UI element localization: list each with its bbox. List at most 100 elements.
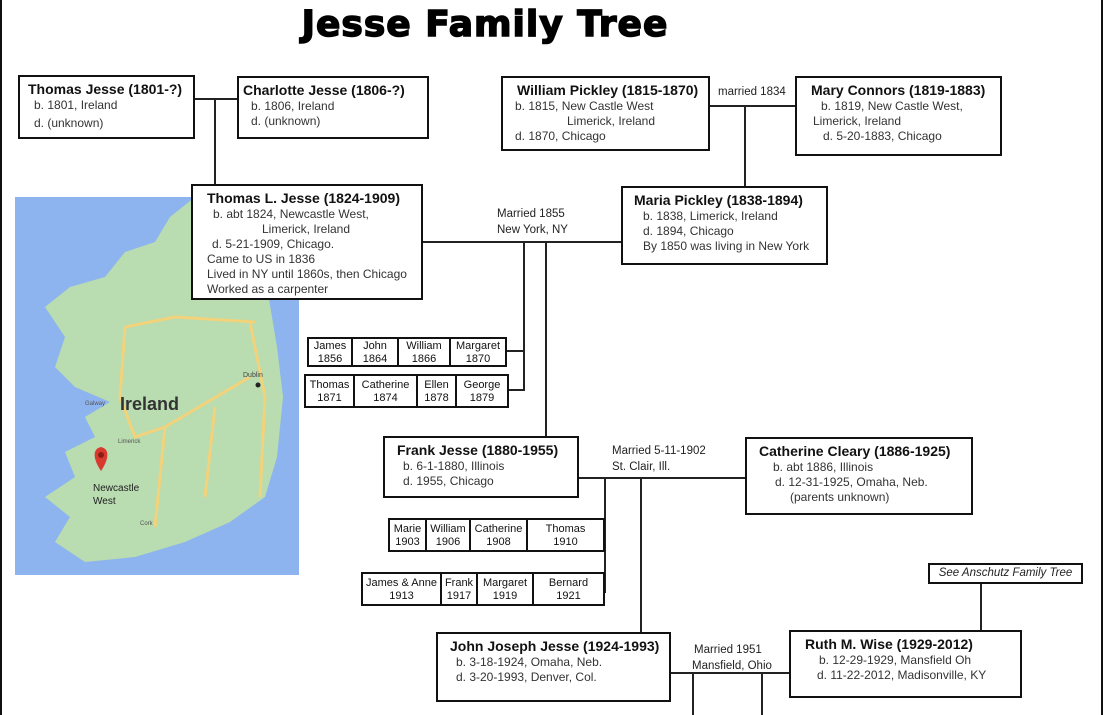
person-detail: d. 1870, Chicago (515, 129, 606, 143)
connector (195, 98, 237, 100)
marriage-date: Married 1951 (694, 644, 762, 656)
person-detail: Limerick, Ireland (813, 114, 902, 128)
person-detail: Limerick, Ireland (567, 114, 656, 128)
connector (509, 389, 524, 391)
connector (671, 672, 789, 674)
person-detail: Limerick, Ireland (262, 222, 351, 236)
person-name: Thomas Jesse (1801-?) (28, 81, 183, 97)
person-detail: b. abt 1886, Illinois (773, 460, 874, 474)
person-detail: (parents unknown) (790, 490, 890, 504)
left-border (0, 0, 2, 715)
person-detail: d. 12-31-1925, Omaha, Neb. (775, 475, 928, 489)
right-border (1101, 0, 1103, 715)
person-detail: b. 1819, New Castle West, (821, 99, 963, 113)
connector (980, 584, 982, 630)
person-detail: d. 3-20-1993, Denver, Col. (456, 670, 597, 684)
dublin-marker (255, 382, 261, 388)
marriage-place: New York, NY (497, 224, 568, 236)
map-pin-label: Newcastle (93, 483, 140, 494)
person-mary-connors: Mary Connors (1819-1883) b. 1819, New Ca… (795, 76, 1002, 156)
anschutz-tree-link[interactable]: See Anschutz Family Tree (928, 563, 1083, 584)
person-detail: b. 12-29-1929, Mansfield Oh (819, 653, 972, 667)
marriage-place: St. Clair, Ill. (612, 461, 671, 473)
map-city-limerick: Limerick (118, 439, 141, 445)
connector (640, 477, 642, 632)
person-name: Mary Connors (1819-1883) (811, 82, 986, 98)
person-detail: d. (unknown) (251, 114, 321, 128)
person-detail: b. 1815, New Castle West (515, 99, 654, 113)
connector (523, 241, 525, 391)
marriage-place: Mansfield, Ohio (692, 660, 772, 672)
connector (605, 536, 606, 538)
connector (507, 350, 524, 352)
person-catherine-cleary: Catherine Cleary (1886-1925) b. abt 1886… (745, 437, 973, 515)
person-name: John Joseph Jesse (1924-1993) (450, 638, 660, 654)
map-country-label: Ireland (120, 394, 179, 414)
person-name: Ruth M. Wise (1929-2012) (805, 636, 973, 652)
connector (761, 672, 763, 715)
page-title: Jesse Family Tree (301, 3, 669, 46)
connector (579, 477, 745, 479)
map-city-dublin: Dublin (243, 372, 263, 379)
map-pin-label: West (93, 496, 116, 507)
connector (710, 105, 795, 107)
person-name: Charlotte Jesse (1806-?) (243, 82, 405, 98)
person-detail: b. 6-1-1880, Illinois (403, 459, 505, 473)
person-frank-jesse: Frank Jesse (1880-1955) b. 6-1-1880, Ill… (383, 436, 579, 498)
connector (545, 241, 547, 436)
person-detail: b. 1801, Ireland (34, 98, 118, 112)
connector (214, 98, 216, 184)
connector (744, 105, 746, 186)
marriage-label: married 1834 (718, 86, 786, 98)
person-detail: d. 5-21-1909, Chicago. (212, 237, 335, 251)
person-detail: Lived in NY until 1860s, then Chicago (207, 267, 407, 281)
person-detail: d. 5-20-1883, Chicago (823, 129, 942, 143)
person-detail: d. 1955, Chicago (403, 474, 494, 488)
person-name: William Pickley (1815-1870) (517, 82, 699, 98)
map-city-cork: Cork (140, 521, 154, 527)
marriage-date: Married 5-11-1902 (612, 445, 706, 457)
connector (423, 241, 621, 243)
marriage-label: Married 1951 Mansfield, Ohio (692, 642, 772, 674)
connector (692, 672, 694, 715)
marriage-label: Married 1855 New York, NY (497, 206, 568, 238)
person-thomas-jesse: Thomas Jesse (1801-?) b. 1801, Ireland d… (18, 75, 195, 139)
person-name: Thomas L. Jesse (1824-1909) (207, 190, 400, 206)
person-detail: b. 3-18-1924, Omaha, Neb. (456, 655, 603, 669)
person-william-pickley: William Pickley (1815-1870) b. 1815, New… (501, 76, 710, 151)
person-maria-pickley: Maria Pickley (1838-1894) b. 1838, Limer… (621, 186, 828, 265)
person-detail: Came to US in 1836 (207, 252, 316, 266)
map-pin-icon (94, 447, 108, 471)
map-city-galway: Galway (85, 401, 105, 407)
person-charlotte-jesse: Charlotte Jesse (1806-?) b. 1806, Irelan… (237, 76, 429, 139)
person-detail: d. 11-22-2012, Madisonville, KY (817, 668, 987, 682)
person-detail: b. abt 1824, Newcastle West, (213, 207, 369, 221)
person-detail: Worked as a carpenter (207, 282, 329, 296)
person-detail: By 1850 was living in New York (643, 239, 810, 253)
marriage-label: Married 5-11-1902 St. Clair, Ill. (612, 443, 706, 475)
person-detail: d. 1894, Chicago (643, 224, 734, 238)
person-john-joseph-jesse: John Joseph Jesse (1924-1993) b. 3-18-19… (436, 632, 671, 702)
connector (604, 477, 606, 593)
person-detail: b. 1838, Limerick, Ireland (643, 209, 778, 223)
